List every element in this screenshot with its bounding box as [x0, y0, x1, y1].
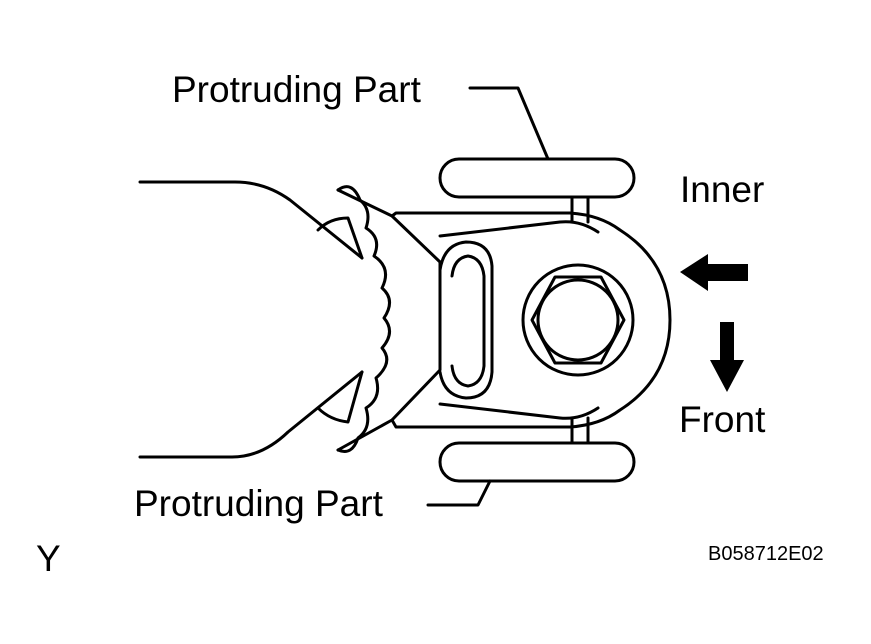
front-label: Front [679, 399, 766, 440]
bottom-pin [570, 416, 590, 445]
down-arrow-icon [710, 322, 744, 392]
bottom-cap [438, 441, 636, 483]
nut-washer [536, 278, 620, 362]
left-arrow-icon [680, 254, 748, 291]
top-cap [438, 157, 636, 199]
view-label: Y [36, 538, 61, 579]
yoke-upper-edge [438, 220, 600, 238]
shaft-body [138, 180, 364, 459]
hex-nut [530, 275, 626, 365]
boot-wavy-edge [336, 185, 391, 453]
inner-label: Inner [680, 169, 765, 210]
figure-code: B058712E02 [708, 543, 824, 565]
leader-bottom [426, 479, 492, 507]
boot-back-fold [316, 216, 364, 424]
protruding-part-bottom-label: Protruding Part [134, 483, 383, 524]
ear-circle [521, 263, 635, 377]
leader-top [468, 86, 550, 161]
top-pin [570, 195, 590, 224]
yoke-body [390, 211, 672, 429]
yoke-slot [438, 240, 494, 400]
protruding-part-top-label: Protruding Part [172, 69, 421, 110]
boot-cone [336, 188, 442, 452]
yoke-slot-inner [450, 254, 486, 388]
yoke-lower-edge [438, 402, 600, 420]
